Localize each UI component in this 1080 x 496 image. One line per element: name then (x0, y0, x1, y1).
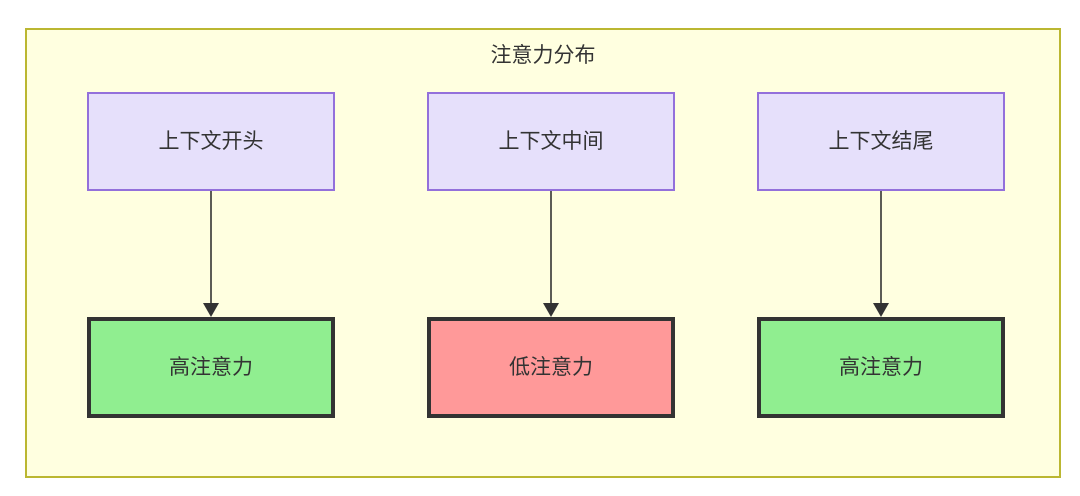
low-attention-middle-label: 低注意力 (509, 356, 593, 379)
high-attention-end-node[interactable]: 高注意力 (757, 317, 1005, 418)
context-middle-label: 上下文中间 (498, 130, 604, 153)
context-end-node[interactable]: 上下文结尾 (757, 92, 1005, 191)
low-attention-middle-node[interactable]: 低注意力 (427, 317, 675, 418)
context-start-node[interactable]: 上下文开头 (87, 92, 335, 191)
high-attention-start-node[interactable]: 高注意力 (87, 317, 335, 418)
subgraph-title: 注意力分布 (490, 44, 596, 67)
context-start-label: 上下文开头 (158, 130, 264, 153)
context-end-label: 上下文结尾 (828, 130, 934, 153)
context-middle-node[interactable]: 上下文中间 (427, 92, 675, 191)
high-attention-end-label: 高注意力 (839, 356, 923, 379)
high-attention-start-label: 高注意力 (169, 356, 253, 379)
